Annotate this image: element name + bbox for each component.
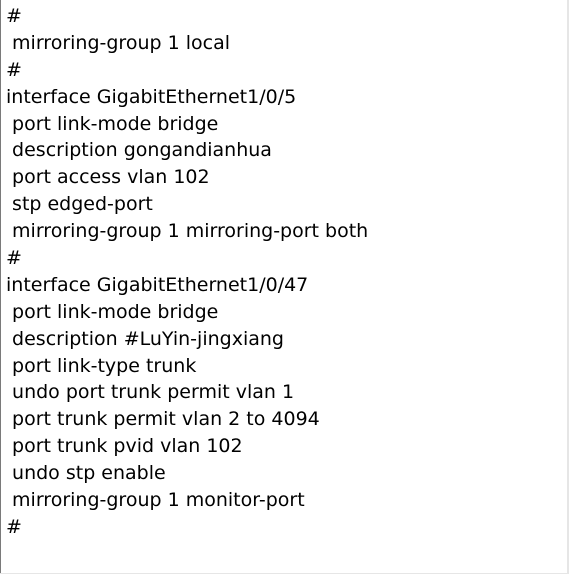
config-line: # bbox=[6, 247, 22, 270]
config-line: port link-mode bridge bbox=[6, 300, 219, 323]
config-line: port trunk permit vlan 2 to 4094 bbox=[6, 408, 320, 431]
config-line: undo stp enable bbox=[6, 462, 166, 485]
config-line: port access vlan 102 bbox=[6, 166, 210, 189]
config-line: port link-mode bridge bbox=[6, 112, 219, 135]
config-line: undo port trunk permit vlan 1 bbox=[6, 381, 295, 404]
config-lines: # mirroring-group 1 local # interface Gi… bbox=[6, 3, 368, 541]
config-line: # bbox=[6, 515, 22, 538]
config-line: # bbox=[6, 5, 22, 27]
config-line: stp edged-port bbox=[6, 193, 153, 216]
config-line: mirroring-group 1 mirroring-port both bbox=[6, 220, 369, 243]
config-line: mirroring-group 1 monitor-port bbox=[6, 489, 305, 512]
config-line: description #LuYin-jingxiang bbox=[6, 327, 284, 350]
config-line: interface GigabitEthernet1/0/47 bbox=[6, 273, 309, 296]
left-border bbox=[0, 0, 1, 574]
config-line: interface GigabitEthernet1/0/5 bbox=[6, 85, 297, 108]
config-line: port link-type trunk bbox=[6, 354, 197, 377]
config-line: port trunk pvid vlan 102 bbox=[6, 435, 243, 458]
config-line: # bbox=[6, 58, 22, 81]
config-line: description gongandianhua bbox=[6, 139, 272, 162]
config-line: mirroring-group 1 local bbox=[6, 31, 230, 54]
right-border bbox=[567, 0, 569, 574]
